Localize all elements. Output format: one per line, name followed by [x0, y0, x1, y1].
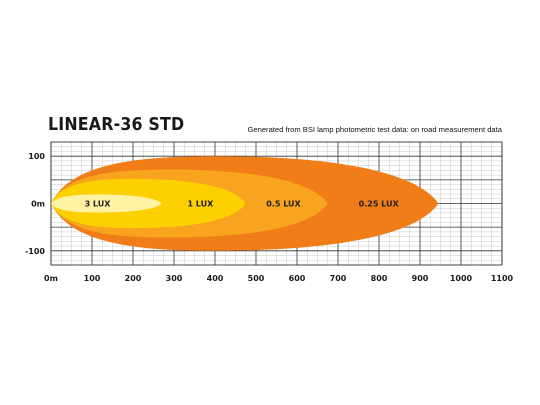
beam-zone-3 — [51, 194, 162, 213]
zone-label: 1 LUX — [187, 200, 214, 209]
x-tick-label: 1000 — [450, 274, 473, 283]
y-tick-label: -100 — [25, 247, 45, 256]
zone-label: 3 LUX — [85, 200, 112, 209]
x-tick-label: 1100 — [491, 274, 514, 283]
chart-title: LINEAR-36 STD — [48, 114, 185, 135]
x-tick-label: 800 — [371, 274, 388, 283]
x-tick-label: 700 — [330, 274, 347, 283]
x-tick-label: 200 — [125, 274, 142, 283]
x-tick-label: 100 — [84, 274, 101, 283]
x-tick-label: 400 — [207, 274, 224, 283]
zone-label: 0.25 LUX — [359, 200, 400, 209]
y-tick-label: 100 — [28, 152, 45, 161]
x-tick-label: 600 — [289, 274, 306, 283]
x-tick-label: 0m — [44, 274, 58, 283]
x-tick-label: 300 — [166, 274, 183, 283]
chart-subtitle: Generated from BSI lamp photometric test… — [247, 125, 502, 134]
y-tick-label: 0m — [31, 200, 45, 209]
zone-labels: 0.25 LUX 0.5 LUX 1 LUX 3 LUX — [85, 200, 400, 209]
x-tick-label: 500 — [248, 274, 265, 283]
x-tick-labels: 0m 100 200 300 400 500 600 700 800 900 1000 1100 — [44, 274, 514, 283]
beam-zones — [51, 156, 439, 251]
y-tick-labels: 100 0m -100 — [25, 152, 45, 256]
zone-label: 0.5 LUX — [266, 200, 301, 209]
x-tick-label: 900 — [412, 274, 429, 283]
